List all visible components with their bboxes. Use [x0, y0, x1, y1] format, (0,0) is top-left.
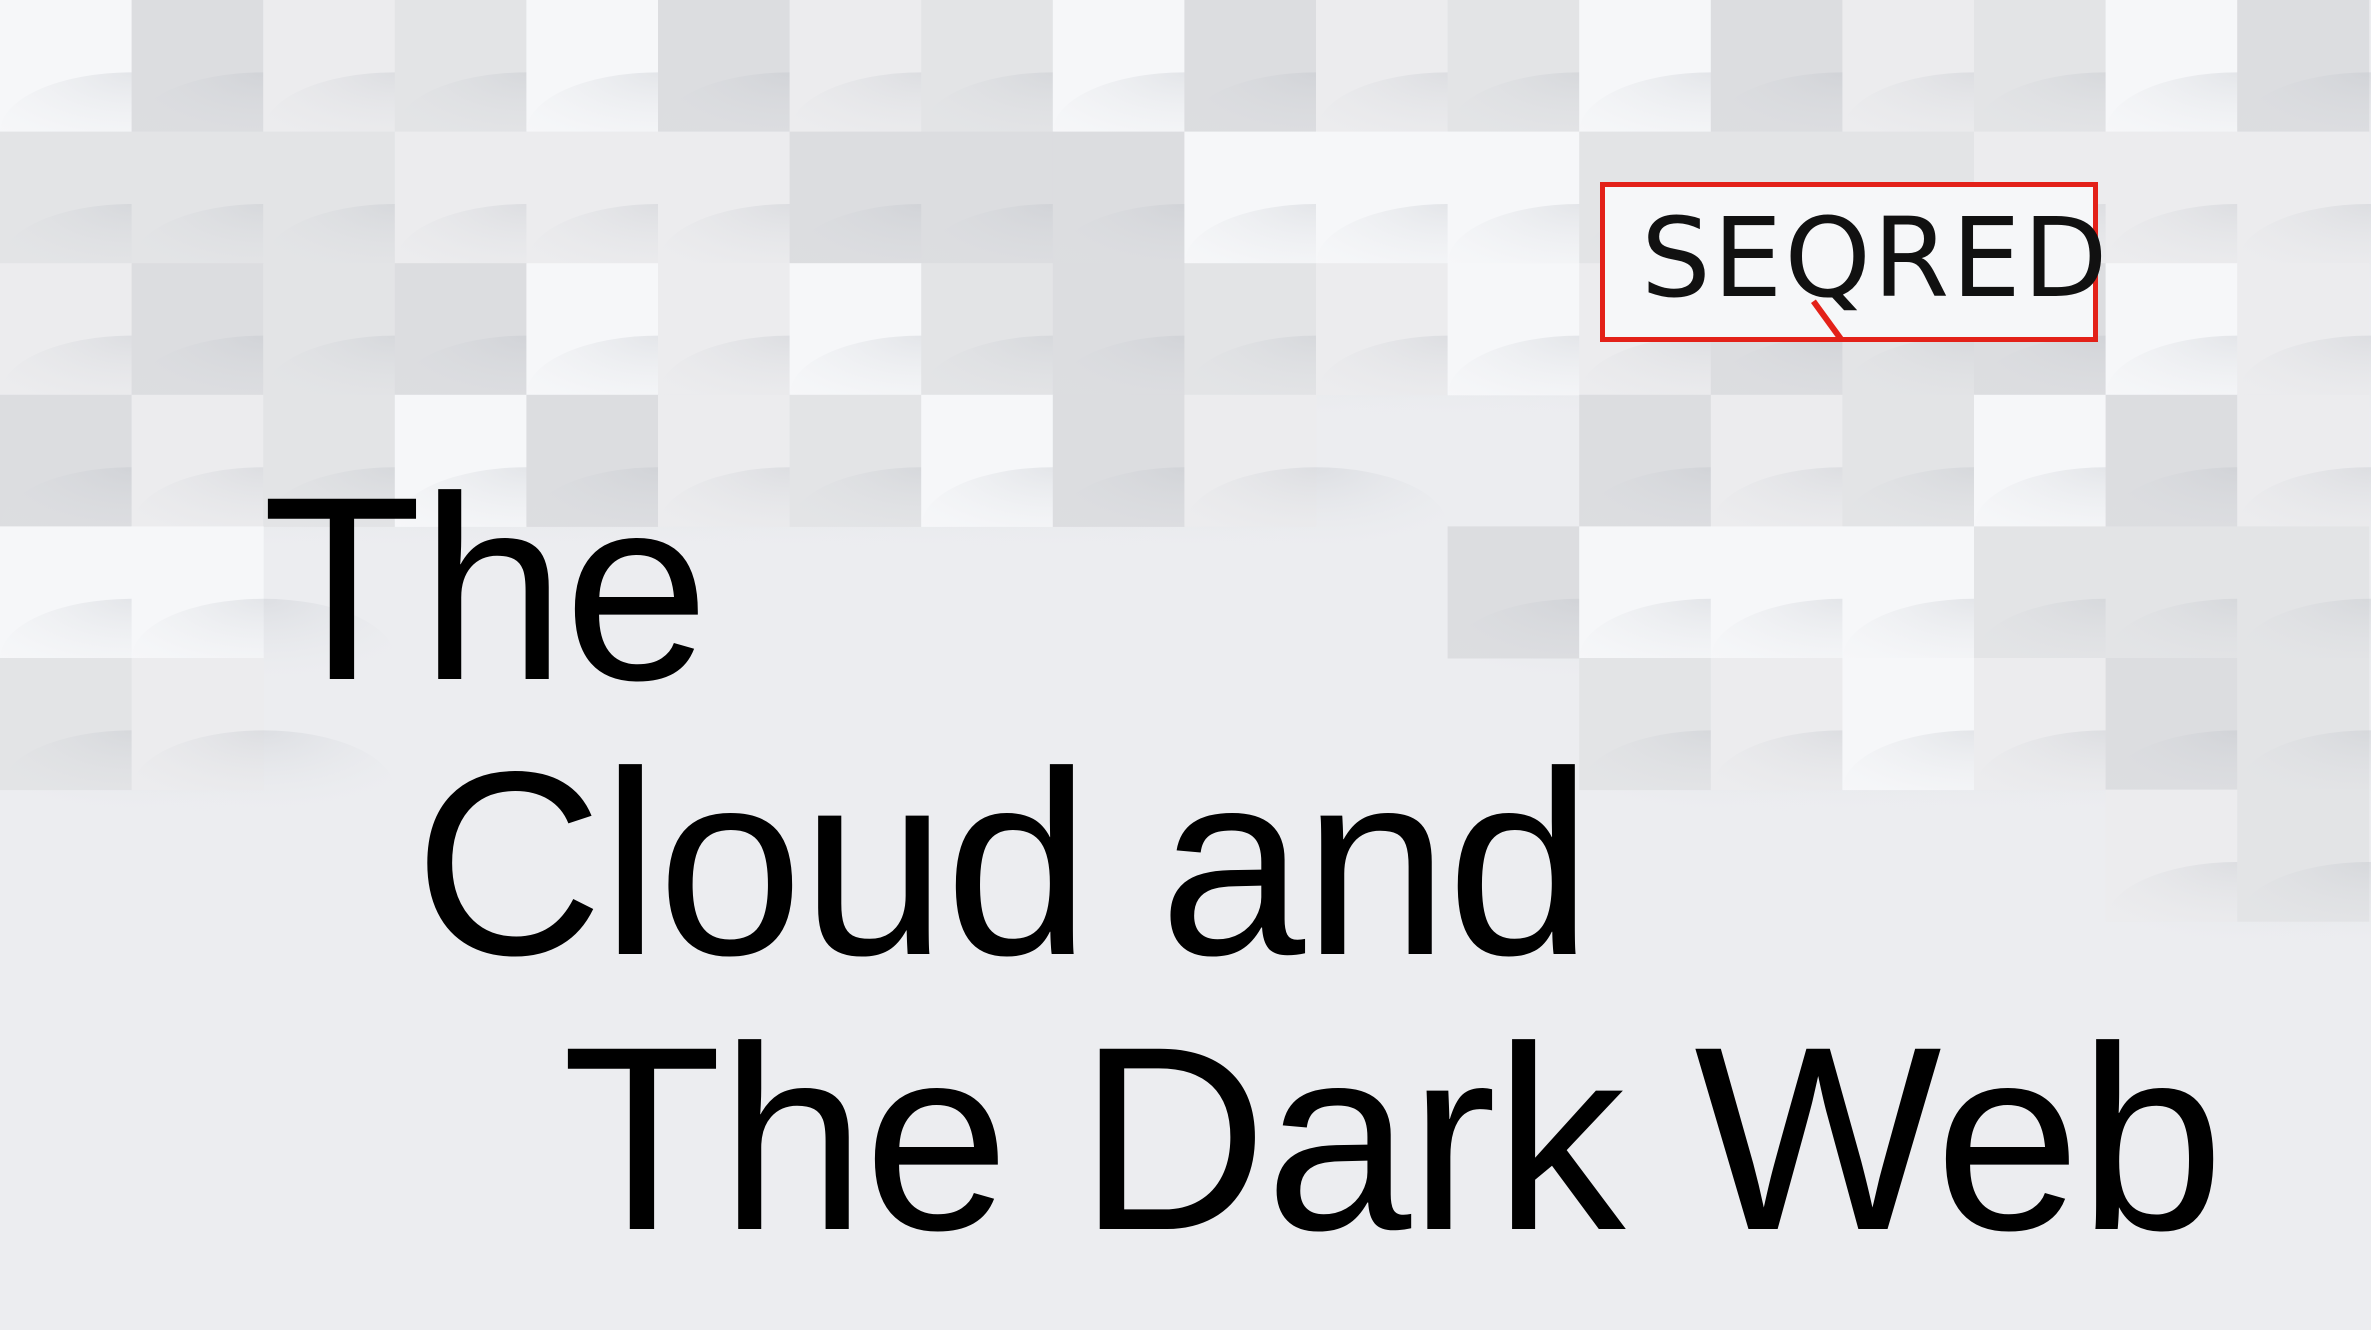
- tile-shadow: [2237, 862, 2371, 981]
- title-line-2: Cloud and: [414, 717, 1592, 1010]
- title-line-1: The: [262, 442, 709, 735]
- tile-shadow: [1184, 467, 1448, 586]
- seqred-logo: SEQRED: [1600, 182, 2108, 342]
- logo-text: SEQRED: [1641, 194, 2110, 322]
- title-line-3: The Dark Web: [562, 992, 2224, 1285]
- tile-shadow: [131, 730, 395, 849]
